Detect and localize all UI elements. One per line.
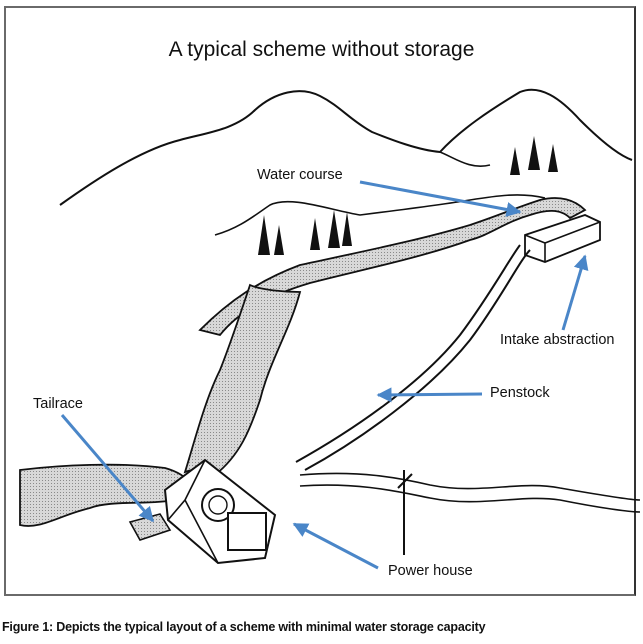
arrow-intake-abstraction bbox=[561, 254, 589, 331]
arrow-water-course bbox=[359, 180, 522, 217]
turbine-inner bbox=[208, 495, 228, 515]
hillside-outline bbox=[214, 194, 546, 236]
arrow-tailrace bbox=[60, 414, 155, 523]
arrow-penstock bbox=[376, 387, 483, 403]
arrow-power-house bbox=[292, 522, 379, 570]
trees bbox=[258, 136, 558, 255]
road bbox=[299, 472, 641, 513]
mountain-ridge bbox=[59, 88, 633, 206]
label-power-house: Power house bbox=[388, 563, 473, 579]
label-penstock: Penstock bbox=[490, 385, 550, 401]
label-tailrace: Tailrace bbox=[33, 396, 83, 412]
river-pool bbox=[19, 463, 191, 527]
generator bbox=[227, 512, 267, 551]
power-house-edge bbox=[167, 459, 219, 564]
water-course-channel bbox=[198, 197, 587, 337]
turbine bbox=[201, 488, 235, 522]
penstock-pipe bbox=[295, 244, 531, 471]
intake-structure bbox=[524, 214, 601, 263]
power-pole bbox=[397, 470, 413, 555]
intake-top-edge bbox=[524, 221, 601, 262]
figure-caption: Figure 1: Depicts the typical layout of … bbox=[2, 620, 486, 634]
mountain-ridge bbox=[439, 151, 491, 167]
label-water-course: Water course bbox=[257, 167, 343, 183]
figure-title: A typical scheme without storage bbox=[168, 38, 475, 61]
label-intake-abstraction: Intake abstraction bbox=[500, 332, 615, 348]
river-cascade bbox=[183, 283, 302, 477]
